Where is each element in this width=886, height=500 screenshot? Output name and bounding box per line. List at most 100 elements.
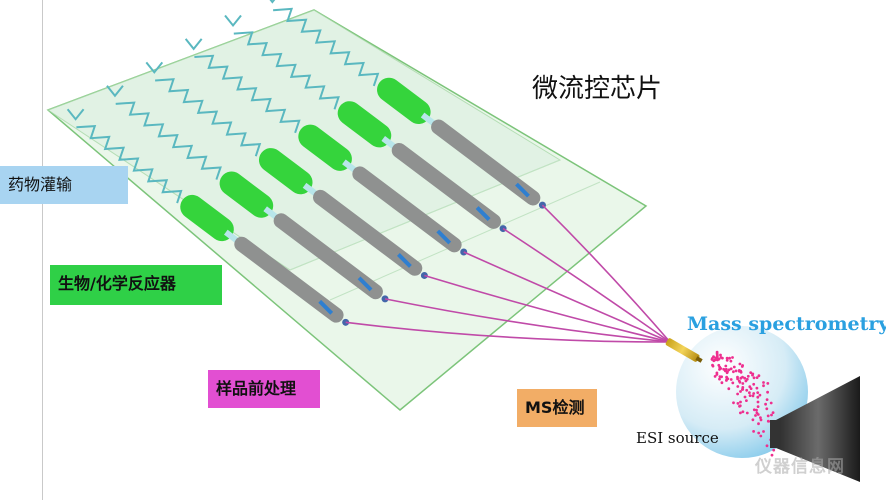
column-frit (318, 299, 334, 315)
spray-droplet (741, 388, 745, 391)
spray-droplet (771, 411, 775, 414)
capillary-line (502, 227, 671, 343)
spray-droplet (762, 430, 765, 433)
reactor-chamber (377, 77, 431, 124)
spray-droplet (762, 384, 765, 388)
spray-droplet (755, 376, 759, 379)
spray-droplet (755, 408, 758, 412)
label-ms-detection: MS检测 (517, 389, 597, 427)
spray-droplet (728, 356, 731, 360)
spray-droplet (748, 391, 751, 395)
spray-droplet (752, 408, 756, 412)
chip-lane (184, 38, 671, 343)
chip-lane (224, 14, 671, 343)
spray-droplet (754, 414, 757, 417)
capillary-line (384, 298, 671, 343)
spray-droplet (711, 364, 715, 368)
spray-droplet (745, 411, 749, 415)
mixing-channel (194, 54, 301, 134)
mixing-channel (273, 7, 380, 87)
capillary-line (463, 251, 671, 343)
spray-droplet (756, 405, 760, 408)
spray-droplet (729, 359, 733, 363)
spray-droplet (745, 399, 748, 402)
spray-droplet (741, 386, 745, 389)
spray-droplet (727, 368, 731, 372)
spray-droplet (736, 385, 740, 388)
spray-droplet (734, 369, 738, 373)
spray-droplet (752, 392, 756, 395)
spray-droplet (745, 377, 749, 381)
spray-droplet (741, 410, 745, 414)
column-frit (436, 229, 452, 245)
spray-droplet (731, 356, 734, 359)
spray-droplet (717, 357, 721, 361)
spray-droplet (732, 370, 735, 374)
spray-droplet (757, 422, 760, 426)
spray-droplet (756, 391, 760, 394)
spray-droplet (739, 400, 742, 404)
mixing-channel (115, 101, 222, 180)
spray-droplet (739, 369, 743, 373)
spray-droplet (770, 453, 774, 457)
chip-title: 微流控芯片 (532, 74, 663, 104)
inlet-channel (106, 85, 124, 98)
spray-droplet (736, 377, 739, 381)
mass-spectrometry-title: Mass spectrometry (687, 313, 886, 335)
mass-spectrometer (676, 326, 860, 482)
spray-droplet (739, 390, 742, 393)
inlet-channel (145, 61, 164, 74)
spray-droplet (738, 404, 741, 408)
spray-droplet (749, 371, 753, 374)
chip-lane (145, 61, 671, 343)
inlet-channel (184, 38, 203, 51)
spray-droplet (719, 353, 722, 357)
spray-droplet (757, 374, 761, 378)
inlet-channel (224, 14, 242, 28)
spray-droplet (710, 357, 714, 361)
spray-droplet (726, 377, 730, 381)
spray-droplet (751, 394, 755, 398)
spray-droplet (736, 392, 739, 396)
spray-droplet (752, 376, 756, 380)
spray-droplet (764, 402, 767, 406)
spray-droplet (715, 350, 719, 354)
spray-droplet (752, 430, 755, 433)
spray-droplet (756, 395, 760, 399)
spray-droplet (757, 431, 761, 435)
spray-droplet (725, 356, 729, 360)
reactor-chamber (298, 124, 352, 171)
spray-droplet (719, 356, 723, 359)
capillary-line (541, 204, 671, 343)
capillary-line (424, 274, 671, 343)
reactor-chamber (180, 194, 234, 242)
column-frit (357, 276, 373, 292)
spray-droplet (727, 387, 731, 391)
spray-droplet (745, 388, 749, 392)
spray-droplet (759, 418, 763, 422)
spray-droplet (751, 373, 754, 377)
spray-droplet (766, 390, 769, 394)
spray-droplet (736, 402, 740, 405)
spray-droplet (719, 367, 723, 370)
spray-droplet (738, 362, 742, 366)
label-drug-infusion: 药物灌输 (0, 166, 128, 204)
inlet-channel (269, 0, 276, 4)
spray-droplet (772, 448, 776, 452)
spray-droplet (718, 377, 721, 381)
column-frit (475, 206, 491, 221)
spray-droplet (713, 375, 717, 378)
spray-droplet (759, 416, 762, 419)
spray-droplet (743, 376, 747, 380)
spray-droplet (770, 413, 773, 417)
spray-droplet (765, 398, 769, 401)
ms-cone (776, 376, 860, 482)
column-frit (396, 253, 412, 268)
spray-droplet (729, 367, 733, 371)
chip-lane (66, 108, 671, 343)
spray-droplet (739, 411, 742, 415)
spray-droplet (732, 401, 735, 405)
column-frit (515, 182, 530, 198)
esi-needle (665, 338, 703, 363)
